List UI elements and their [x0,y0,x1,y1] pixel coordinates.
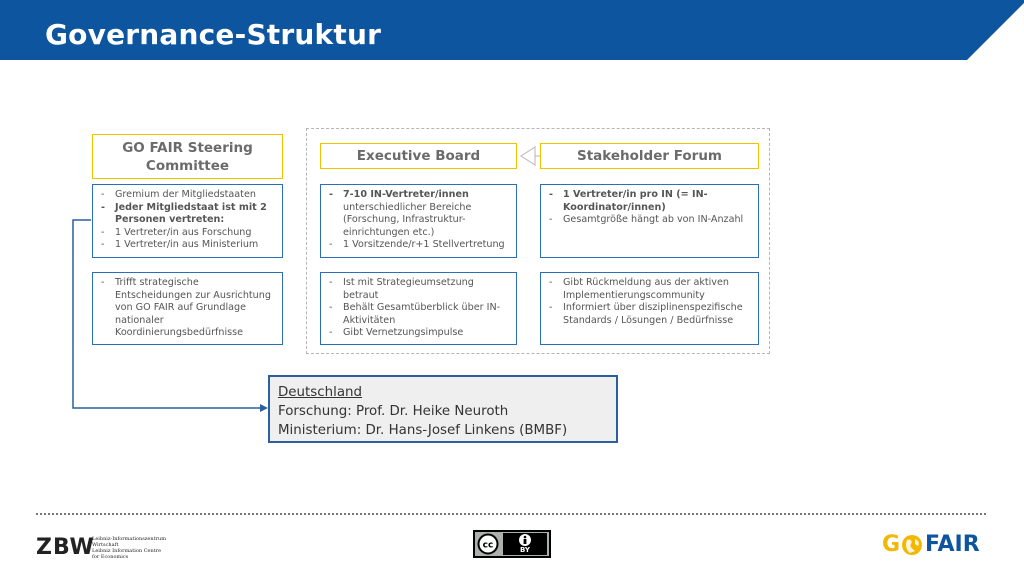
stakeholder-member-item: Gesamtgröße hängt ab von IN-Anzahl [547,214,752,227]
germany-representatives: Deutschland Forschung: Prof. Dr. Heike N… [268,375,618,443]
executive-member-item: unterschiedlicher Bereiche (Forschung, I… [343,201,472,238]
research-representative: Forschung: Prof. Dr. Heike Neuroth [278,404,509,419]
cc-icon [477,533,499,555]
steering-member-item: Gremium der Mitgliedstaaten [99,189,276,202]
cc-by-label: BY [519,546,531,554]
footer-divider [36,513,986,515]
executive-board-members: 7-10 IN-Vertreter/innenunterschiedlicher… [320,184,517,258]
gofair-g-letter: G [882,532,901,557]
executive-task-item: Ist mit Strategieumsetzung betraut [327,277,510,302]
zbw-wordmark: ZBW [36,535,95,560]
board-forum-group [306,128,770,354]
stakeholder-task-item: Gibt Rückmeldung aus der aktiven Impleme… [547,277,752,302]
gofair-fair-text: FAIR [925,532,980,557]
country-name: Deutschland [278,385,363,400]
executive-task-item: Gibt Vernetzungsimpulse [327,327,510,340]
steering-task-item: Trifft strategische Entscheidungen zur A… [99,277,276,340]
executive-member-item: 7-10 IN-Vertreter/innen [327,189,510,202]
steering-member-item: 1 Vertreter/in aus Ministerium [99,239,276,252]
stakeholder-forum-heading: Stakeholder Forum [540,143,759,169]
steering-committee-tasks: Trifft strategische Entscheidungen zur A… [92,272,283,345]
zbw-institution-text: Leibniz-Informationszentrum Wirtschaft L… [92,536,166,560]
stakeholder-forum-tasks: Gibt Rückmeldung aus der aktiven Impleme… [540,272,759,345]
cc-by-license-badge: cc BY [473,530,551,558]
executive-board-tasks: Ist mit Strategieumsetzung betrautBehält… [320,272,517,345]
gofair-logo: G FAIR [882,532,986,558]
header-background [0,0,1024,60]
ministry-representative: Ministerium: Dr. Hans-Josef Linkens (BMB… [278,423,568,438]
stakeholder-task-item: Informiert über disziplinenspezifische S… [547,302,752,327]
steering-committee-heading: GO FAIR Steering Committee [92,134,283,179]
executive-member-item: 1 Vorsitzende/r+1 Stellvertretung [327,239,510,252]
svg-text:cc: cc [483,541,494,551]
stakeholder-forum-members: 1 Vertreter/in pro IN (= IN-Koordinator/… [540,184,759,258]
executive-task-item: Behält Gesamtüberblick über IN-Aktivität… [327,302,510,327]
header-bar: Governance-Struktur [0,0,1024,60]
page-title: Governance-Struktur [45,18,382,51]
globe-icon [902,535,922,555]
steering-member-item: Jeder Mitgliedstaat ist mit 2 Personen v… [99,202,276,227]
zbw-logo: ZBW Leibniz-Informationszentrum Wirtscha… [36,535,176,563]
executive-board-heading: Executive Board [320,143,517,169]
steering-member-item: 1 Vertreter/in aus Forschung [99,227,276,240]
stakeholder-member-item: 1 Vertreter/in pro IN (= IN-Koordinator/… [547,189,752,214]
steering-committee-members: Gremium der MitgliedstaatenJeder Mitglie… [92,184,283,258]
